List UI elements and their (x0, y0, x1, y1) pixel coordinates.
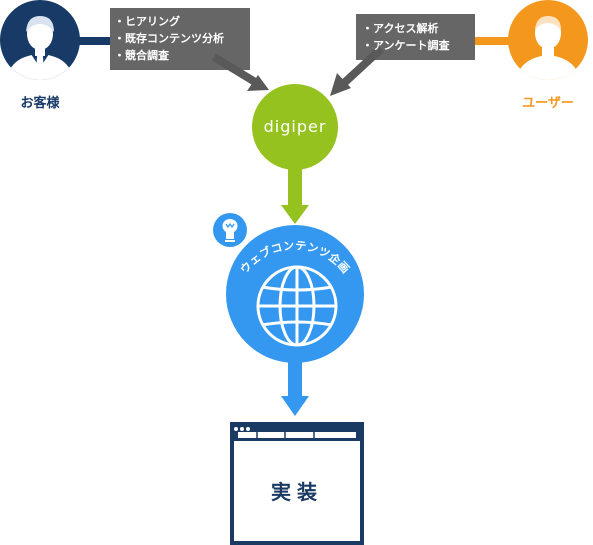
user-label: ユーザー (522, 96, 574, 111)
customer-task-list: ヒアリング 既存コンテンツ分析 競合調査 (114, 13, 224, 64)
lightbulb-icon (213, 213, 247, 247)
user-connector (474, 37, 514, 45)
customer-label: お客様 (20, 96, 60, 111)
digiper-circle (252, 84, 338, 170)
user-arrow (330, 46, 384, 96)
person-icon (508, 0, 588, 80)
globe-icon (256, 265, 338, 347)
customer-connector (78, 37, 114, 45)
businessman-icon (0, 0, 80, 80)
planning-circle (226, 225, 364, 363)
browser-window-icon (230, 422, 364, 545)
planning-arrow (281, 362, 309, 416)
customer-task: 既存コンテンツ分析 (114, 30, 224, 47)
implementation-label: 実装 (271, 480, 323, 504)
user-task: アンケート調査 (362, 37, 450, 54)
customer-task: ヒアリング (114, 13, 224, 30)
customer-task: 競合調査 (114, 47, 224, 64)
user-task: アクセス解析 (362, 20, 450, 37)
digiper-label: digiper (263, 117, 327, 136)
digiper-arrow (281, 169, 309, 224)
user-task-list: アクセス解析 アンケート調査 (362, 20, 450, 54)
